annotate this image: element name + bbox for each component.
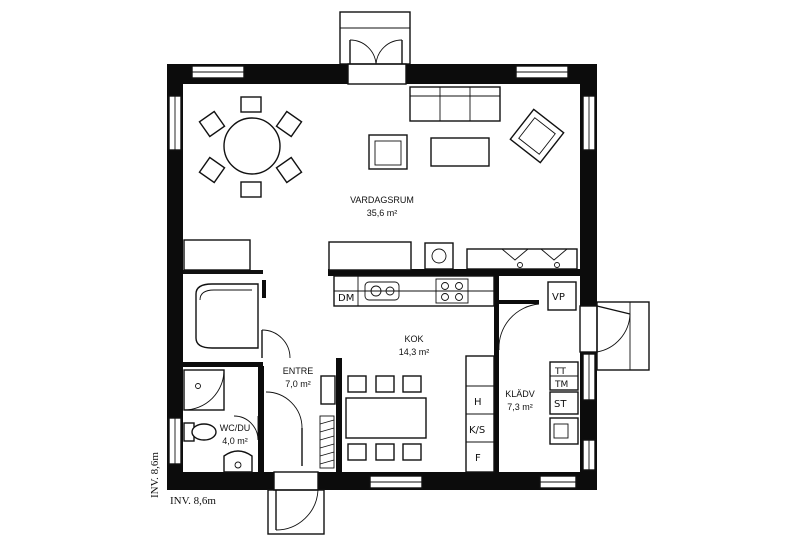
label-vp: VP (552, 292, 565, 303)
right-side-door (579, 301, 650, 371)
room-labels: VARDAGSRUM 35,6 m² KOK 14,3 m² ENTRE 7,0… (220, 195, 535, 446)
laundry-units: VP TT TM ST (498, 281, 579, 445)
bathroom-fixtures (183, 369, 259, 473)
dining-table-round (198, 96, 303, 198)
label-st: ST (554, 399, 567, 410)
room-name-kok: KOK (404, 334, 423, 344)
kitchen-dining-table (345, 375, 427, 461)
label-ks: K/S (469, 425, 485, 436)
windows (168, 65, 596, 489)
room-name-vardagsrum: VARDAGSRUM (350, 195, 414, 205)
dimension-vertical: INV. 8,6m (149, 452, 161, 498)
room-name-kladv: KLÄDV (505, 389, 535, 399)
kitchen-tall-cabinets: H K/S F (465, 355, 495, 473)
kitchen-counter: DM (333, 275, 495, 307)
top-terrace-door (339, 11, 411, 85)
label-h: H (474, 397, 482, 408)
room-area-wcdu: 4,0 m² (222, 436, 248, 446)
label-f: F (475, 453, 481, 464)
sofa-group (368, 86, 565, 170)
room-name-entre: ENTRE (283, 366, 314, 376)
dimension-horizontal: INV. 8,6m (170, 495, 216, 507)
entrance-door (267, 471, 325, 535)
dimension-labels: INV. 8,6m INV. 8,6m (149, 452, 216, 507)
sideboards (183, 239, 578, 271)
room-area-kladv: 7,3 m² (507, 402, 533, 412)
label-tt: TT (554, 367, 566, 377)
room-area-entre: 7,0 m² (285, 379, 311, 389)
room-area-vardagsrum: 35,6 m² (367, 208, 398, 218)
label-tm: TM (554, 380, 568, 390)
entrance-hall (265, 375, 336, 469)
label-dm: DM (338, 293, 354, 304)
wardrobe-alcove (195, 283, 291, 359)
room-area-kok: 14,3 m² (399, 347, 430, 357)
room-name-wcdu: WC/DU (220, 423, 251, 433)
